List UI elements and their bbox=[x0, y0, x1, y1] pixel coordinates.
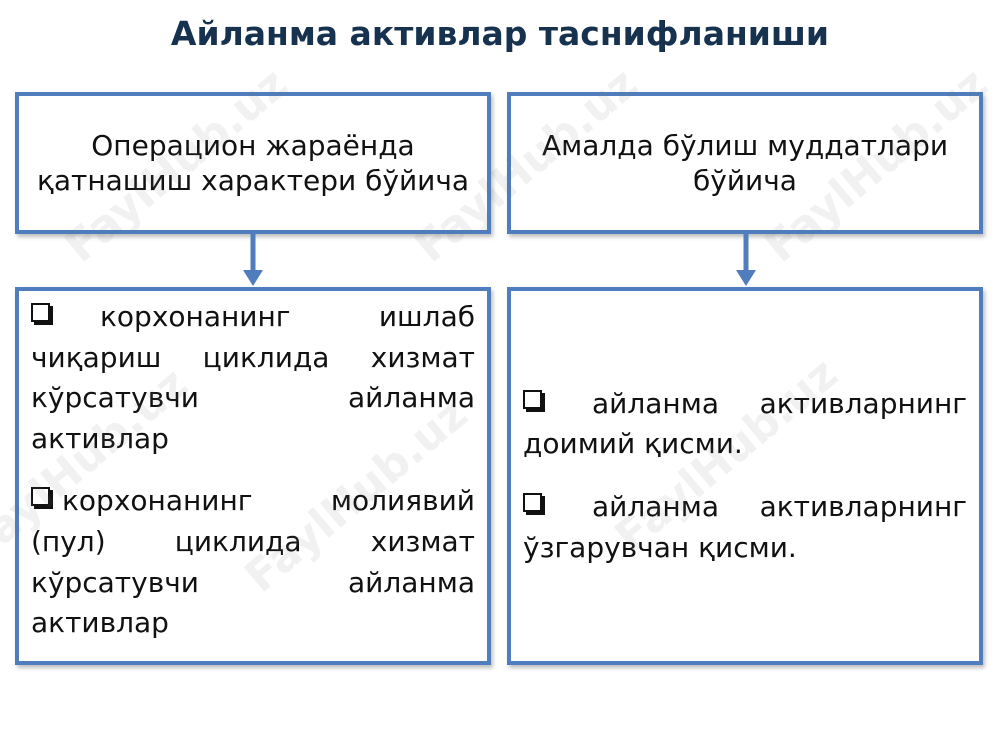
right-item-2-text: айланма активларнинг ўзгарувчан қисми. bbox=[523, 490, 967, 564]
right-category-line-2: бўйича bbox=[693, 164, 797, 197]
square-bullet-icon bbox=[31, 487, 50, 507]
left-down-arrow-icon bbox=[243, 234, 263, 286]
left-item-2-text: корхонанинг молиявий (пул) циклида хизма… bbox=[31, 484, 475, 640]
left-item-1: корхонанинг ишлаб чиқариш циклида хизмат… bbox=[31, 297, 475, 459]
left-category-box: Операцион жараёнда қатнашиш характери бў… bbox=[15, 92, 491, 234]
left-category-line-1: Операцион жараёнда bbox=[91, 129, 415, 162]
square-bullet-icon bbox=[31, 303, 50, 322]
left-item-1-text: корхонанинг ишлаб чиқариш циклида хизмат… bbox=[31, 300, 475, 455]
right-category-label: Амалда бўлиш муддатлари бўйича bbox=[542, 128, 948, 198]
left-category-line-2: қатнашиш характери бўйича bbox=[36, 164, 470, 197]
right-items-box: айланма активларнинг доимий қисми. айлан… bbox=[507, 287, 983, 665]
right-down-arrow-icon bbox=[736, 234, 756, 286]
left-item-2: корхонанинг молиявий (пул) циклида хизма… bbox=[31, 481, 475, 643]
right-category-box: Амалда бўлиш муддатлари бўйича bbox=[507, 92, 983, 234]
right-item-2: айланма активларнинг ўзгарувчан қисми. bbox=[523, 487, 967, 568]
right-item-1-text: айланма активларнинг доимий қисми. bbox=[523, 386, 967, 461]
diagram-title: Айланма активлар таснифланиши bbox=[170, 14, 830, 53]
right-item-1: айланма активларнинг доимий қисми. bbox=[523, 384, 967, 465]
square-bullet-icon bbox=[523, 493, 542, 512]
right-category-line-1: Амалда бўлиш муддатлари bbox=[541, 129, 949, 162]
left-category-label: Операцион жараёнда қатнашиш характери бў… bbox=[37, 128, 469, 198]
left-items-box: корхонанинг ишлаб чиқариш циклида хизмат… bbox=[15, 287, 491, 665]
square-bullet-icon bbox=[523, 389, 542, 409]
